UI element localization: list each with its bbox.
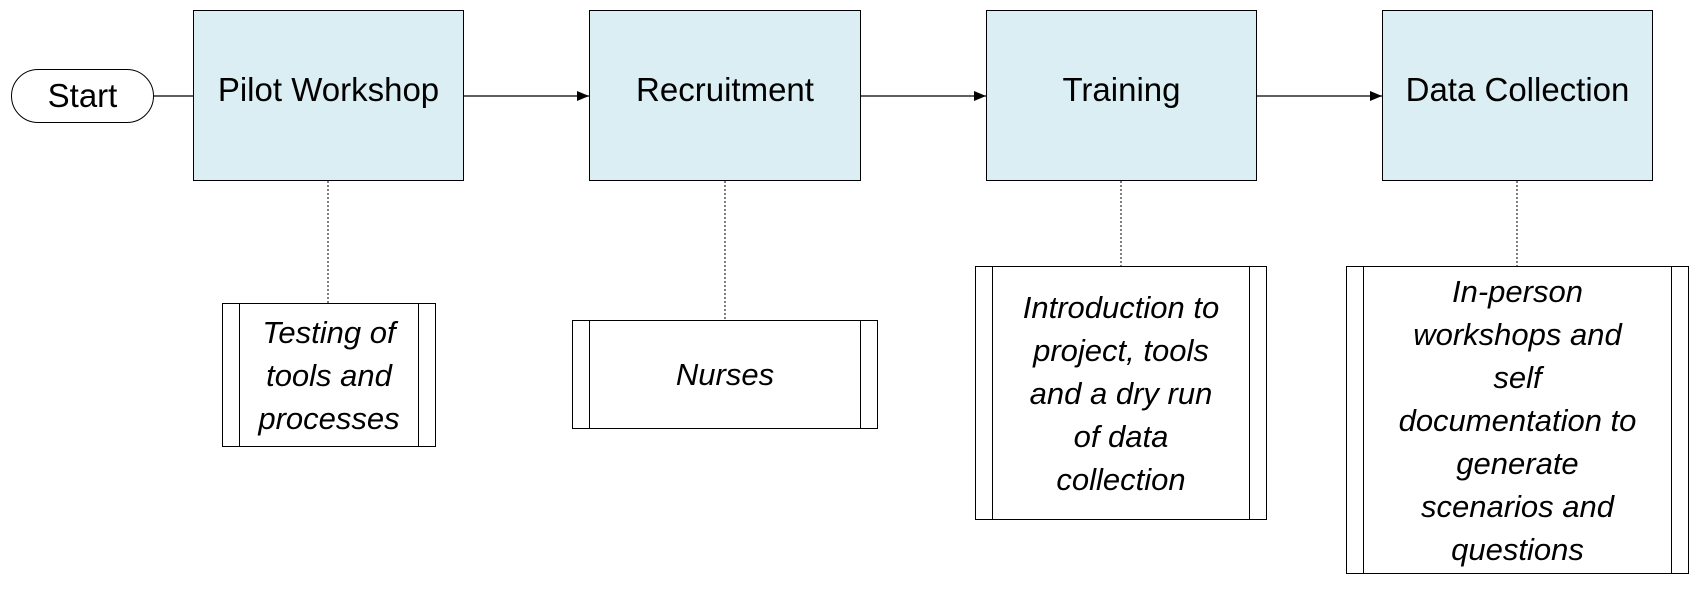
step-label: Data Collection (1405, 70, 1630, 108)
step-training: Training (986, 10, 1257, 181)
step-pilot-workshop: Pilot Workshop (193, 10, 464, 181)
note-text: In-person workshops and self documentati… (1398, 273, 1637, 567)
start-terminal: Start (11, 69, 154, 123)
start-label: Start (47, 77, 118, 114)
note-text: Nurses (675, 357, 775, 392)
note-data-collection: In-person workshops and self documentati… (1346, 266, 1689, 574)
step-recruitment: Recruitment (589, 10, 861, 181)
note-pilot-workshop: Testing of tools and processes (222, 303, 436, 447)
step-label: Training (1062, 70, 1181, 108)
note-recruitment: Nurses (572, 320, 878, 429)
note-text: Introduction to project, tools and a dry… (1022, 289, 1220, 497)
step-label: Pilot Workshop (217, 70, 440, 108)
note-text: Testing of tools and processes (258, 314, 400, 436)
step-data-collection: Data Collection (1382, 10, 1653, 181)
note-training: Introduction to project, tools and a dry… (975, 266, 1267, 520)
step-label: Recruitment (636, 70, 814, 108)
